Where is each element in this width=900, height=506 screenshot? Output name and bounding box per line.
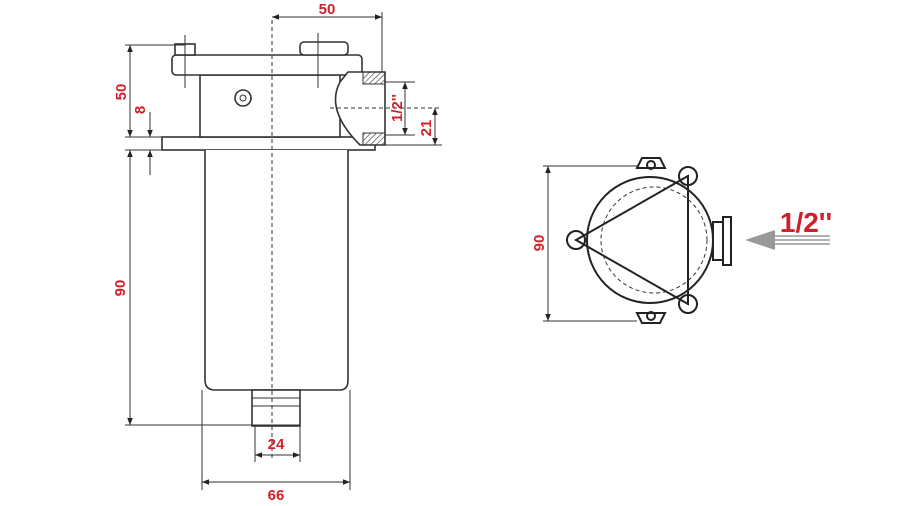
dim-bowl-diameter: 66: [268, 487, 285, 504]
dim-port-size: 1/2'': [389, 94, 406, 122]
plug-icon: [234, 89, 252, 107]
dim-top-width: 90: [531, 235, 548, 252]
dim-outlet: 24: [268, 436, 285, 453]
side-view: 50 50 8 1/2'' 21 90 24 66: [112, 1, 442, 504]
dim-bowl-height: 90: [112, 280, 129, 297]
dim-flange: 8: [132, 106, 149, 114]
top-view: 90 1/2'': [531, 157, 832, 324]
filter-head: [161, 33, 440, 151]
bolt-hole: [566, 230, 586, 250]
dim-top-width: 50: [319, 1, 336, 18]
bolt-hole: [678, 294, 698, 314]
filter-bowl: [204, 150, 349, 427]
dimension-lines: [125, 12, 442, 490]
inlet-arrow-icon: [745, 230, 830, 250]
dim-port-height: 21: [418, 120, 435, 137]
bolt-hole: [678, 166, 698, 186]
dim-head-height: 50: [113, 84, 130, 101]
inlet-label: 1/2'': [780, 207, 832, 238]
